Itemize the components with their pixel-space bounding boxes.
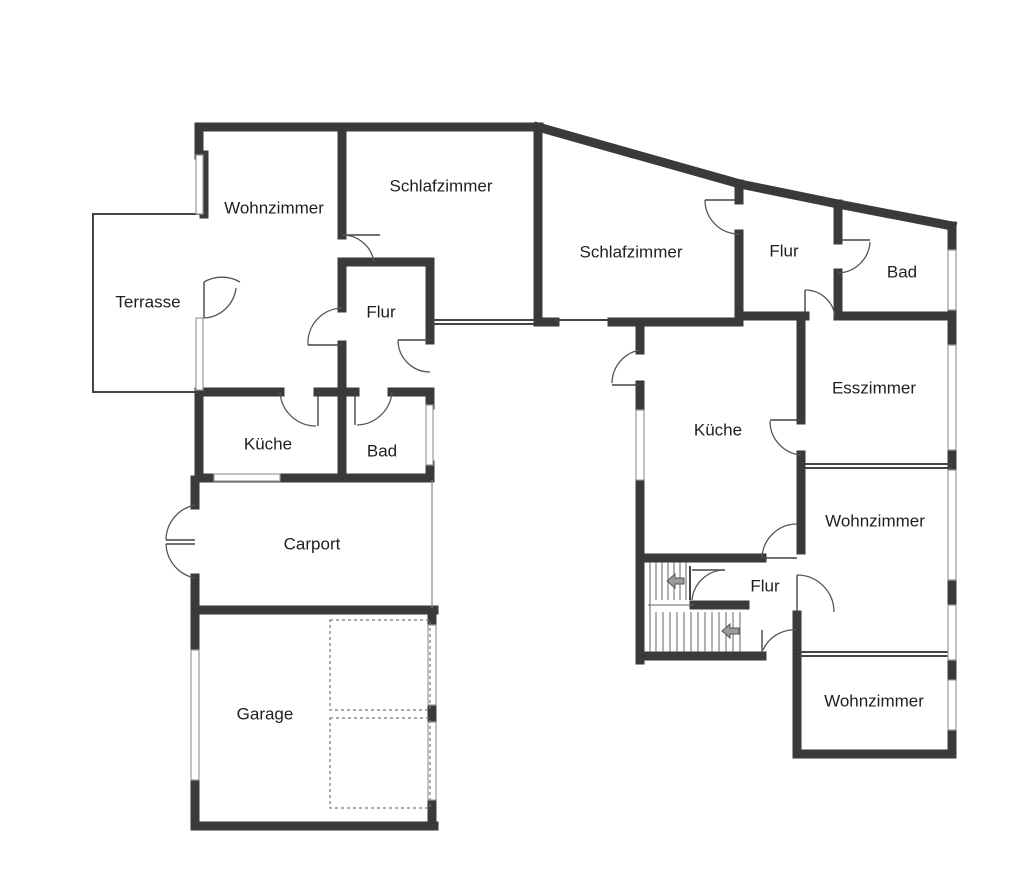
room-label-esszimmer: Esszimmer — [832, 378, 916, 397]
carport-garage-walls — [190, 475, 439, 831]
room-label-schlafzimmer: Schlafzimmer — [390, 176, 493, 195]
room-label-schlafzimmer: Schlafzimmer — [580, 242, 683, 261]
terrasse-outline — [92, 213, 200, 393]
room-label-kueche: Küche — [244, 434, 292, 453]
room-label-terrasse: Terrasse — [115, 292, 180, 311]
room-label-flur: Flur — [769, 241, 799, 260]
room-label-flur: Flur — [750, 576, 780, 595]
room-label-garage: Garage — [237, 704, 294, 723]
left-wing-walls — [194, 122, 544, 483]
right-wing-walls — [532, 121, 958, 759]
room-label-bad: Bad — [887, 262, 917, 281]
room-label-wohnzimmer: Wohnzimmer — [825, 511, 925, 530]
room-label-wohnzimmer: Wohnzimmer — [224, 198, 324, 217]
right-wing-windows — [635, 249, 957, 731]
garage-door-dashed — [329, 619, 431, 809]
room-label-flur: Flur — [366, 302, 396, 321]
room-label-wohnzimmer: Wohnzimmer — [824, 691, 924, 710]
stair-arrow-icon — [721, 622, 740, 640]
room-labels: Terrasse Wohnzimmer Schlafzimmer Flur Kü… — [115, 176, 925, 723]
room-label-carport: Carport — [284, 534, 341, 553]
doors — [165, 199, 871, 656]
garage-windows — [190, 624, 437, 801]
staircase — [648, 562, 741, 652]
left-wing-windows — [195, 154, 434, 482]
room-label-bad: Bad — [367, 441, 397, 460]
room-label-kueche: Küche — [694, 420, 742, 439]
stair-arrow-icon — [666, 572, 685, 590]
